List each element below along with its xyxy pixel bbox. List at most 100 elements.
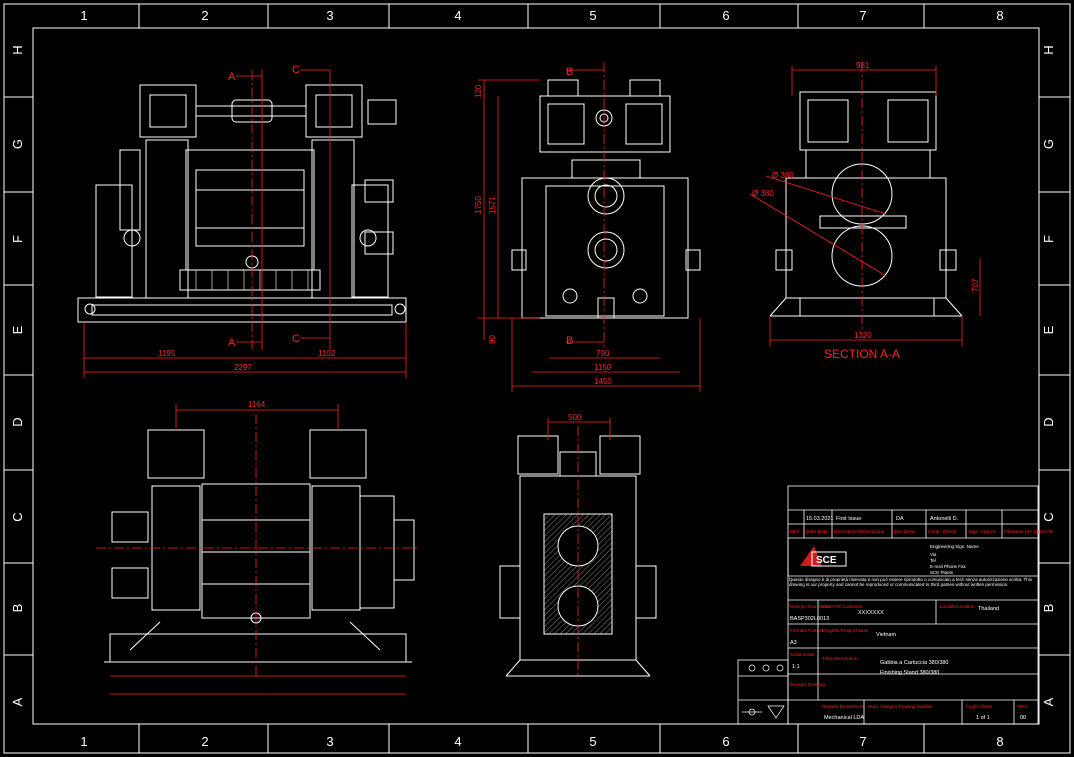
- location-label: Località Location: [940, 604, 975, 609]
- column-label-bottom-2: 2: [201, 734, 208, 749]
- row-label-right-f: F: [1041, 235, 1056, 243]
- column-label-top-1: 1: [80, 8, 87, 23]
- side-view-dimensions: [478, 62, 701, 392]
- header-approv: Appr.-Approv: [968, 529, 997, 535]
- grid-ticks: [4, 4, 1070, 753]
- title-block-headers: REV Date-Data Description/Descrizione Di…: [790, 529, 1054, 535]
- header-rev: REV: [790, 529, 801, 535]
- row-label-left-a: A: [10, 697, 25, 706]
- rear-view-labels: 500: [568, 413, 582, 422]
- dim-1150: 1150: [594, 363, 612, 372]
- row-label-left-c: C: [10, 512, 25, 521]
- title-block-text: 15.03.2021 First Issue DA Antonelli D.: [806, 516, 959, 522]
- dept-label: Reparto Department: [822, 704, 864, 709]
- diameter-lower: Ø 380: [752, 189, 774, 198]
- column-label-top-8: 8: [996, 8, 1003, 23]
- dim-1102: 1102: [318, 349, 336, 358]
- client-label: CLIENTE Customer: [822, 604, 863, 609]
- column-label-top-5: 5: [589, 8, 596, 23]
- num-label: Num. Disegno Drawing Number: [868, 704, 933, 709]
- format-label: Formato Format: [790, 628, 824, 633]
- row-labels-left: H G F E D C B A: [10, 45, 25, 706]
- section-mark-c-bottom: C: [292, 333, 300, 345]
- section-mark-b-bottom: B: [566, 335, 573, 347]
- section-aa-dimensions: [749, 62, 981, 346]
- rev-row-desc: First Issue: [836, 516, 861, 522]
- format-value: A3: [790, 640, 797, 646]
- row-label-right-e: E: [1041, 325, 1056, 334]
- scale-value: 1:1: [792, 664, 800, 670]
- dim-1320: 1320: [854, 331, 872, 340]
- tolerance-symbols: [742, 664, 785, 719]
- project-value: Vietnam: [876, 632, 896, 638]
- row-label-right-c: C: [1041, 512, 1056, 521]
- row-label-left-e: E: [10, 325, 25, 334]
- header-desc: Description/Descrizione: [834, 529, 885, 535]
- dim-1571: 1571: [488, 196, 497, 214]
- title-it: Gabbia a Cartuccia 380/380: [880, 660, 949, 666]
- project-label: Progetto Project Name: [822, 628, 869, 633]
- header-file: Filename per Sheet file: [1004, 529, 1054, 535]
- header-date: Date-Data: [806, 529, 828, 535]
- plan-view-dimensions: [96, 404, 420, 695]
- side-view-labels: B B 120 1750 1571 90 790 1150 1450: [474, 66, 612, 386]
- svg-text:SCE: SCE: [816, 555, 837, 566]
- material-label: Disegno Drawing: [790, 682, 825, 687]
- front-view-dimensions: [83, 69, 407, 378]
- column-label-top-6: 6: [722, 8, 729, 23]
- column-label-bottom-4: 4: [454, 734, 461, 749]
- front-view: [77, 84, 407, 323]
- column-label-bottom-8: 8: [996, 734, 1003, 749]
- rev-row-appr: Antonelli D.: [930, 516, 959, 522]
- side-view: [511, 79, 701, 319]
- sheet-value: 1 of 1: [976, 715, 990, 721]
- section-aa-view: [769, 91, 963, 317]
- dim-1164: 1164: [248, 400, 266, 409]
- company-line-1: Via: [930, 552, 937, 557]
- front-view-labels: A C A C 1195 1102 2297: [158, 64, 336, 372]
- column-label-bottom-3: 3: [326, 734, 333, 749]
- title-block: [737, 485, 1039, 725]
- dim-500: 500: [568, 413, 582, 422]
- row-label-left-b: B: [10, 604, 25, 613]
- column-label-top-3: 3: [326, 8, 333, 23]
- client-value: XXXXXXX: [858, 610, 884, 616]
- section-mark-a-bottom: A: [228, 337, 236, 349]
- column-label-bottom-5: 5: [589, 734, 596, 749]
- drawing-frame: [3, 3, 1071, 754]
- company-line-3: E-mail Phone Fax: [930, 564, 967, 569]
- row-label-left-h: H: [10, 45, 25, 54]
- title-en: Finishing Stand 380/380: [880, 670, 939, 676]
- row-label-left-d: D: [10, 417, 25, 426]
- header-draw: Dis.-Draw: [894, 529, 916, 535]
- drawing-no-label: Disegno Drw. Num.: [790, 604, 830, 609]
- rev-label: REV.: [1018, 704, 1028, 709]
- rev-row-date: 15.03.2021: [806, 516, 834, 522]
- title-block-fields: Disegno Drw. Num. BASP302L0013 CLIENTE C…: [790, 604, 1028, 721]
- row-label-left-g: G: [10, 139, 25, 149]
- column-label-top-2: 2: [201, 8, 208, 23]
- header-check: Contr.-Check: [928, 529, 957, 535]
- rear-view-dimensions: [547, 418, 611, 676]
- title-label: Titolo Description: [822, 656, 858, 661]
- section-mark-c-top: C: [292, 64, 300, 76]
- section-mark-a-top: A: [228, 71, 236, 83]
- company-line-2: Tel: [930, 558, 936, 563]
- rev-value: 00: [1020, 715, 1026, 721]
- dim-120: 120: [474, 84, 483, 98]
- dim-707: 707: [971, 278, 980, 292]
- rev-row-draw: DA: [896, 516, 904, 522]
- dim-1750: 1750: [474, 196, 483, 214]
- company-line-0: Engineering Sign. Name: [930, 544, 979, 549]
- dim-981: 981: [856, 61, 870, 70]
- row-label-right-g: G: [1041, 139, 1056, 149]
- company-logo: SCE: [800, 546, 847, 567]
- dim-790: 790: [596, 349, 610, 358]
- drawing-no-value: BASP302L0013: [790, 616, 829, 622]
- plan-view-labels: 1164: [248, 400, 266, 409]
- row-label-left-f: F: [10, 235, 25, 243]
- section-aa-labels: 981 1320 707 Ø 380 Ø 380 SECTION A-A: [752, 61, 980, 361]
- column-label-top-7: 7: [859, 8, 866, 23]
